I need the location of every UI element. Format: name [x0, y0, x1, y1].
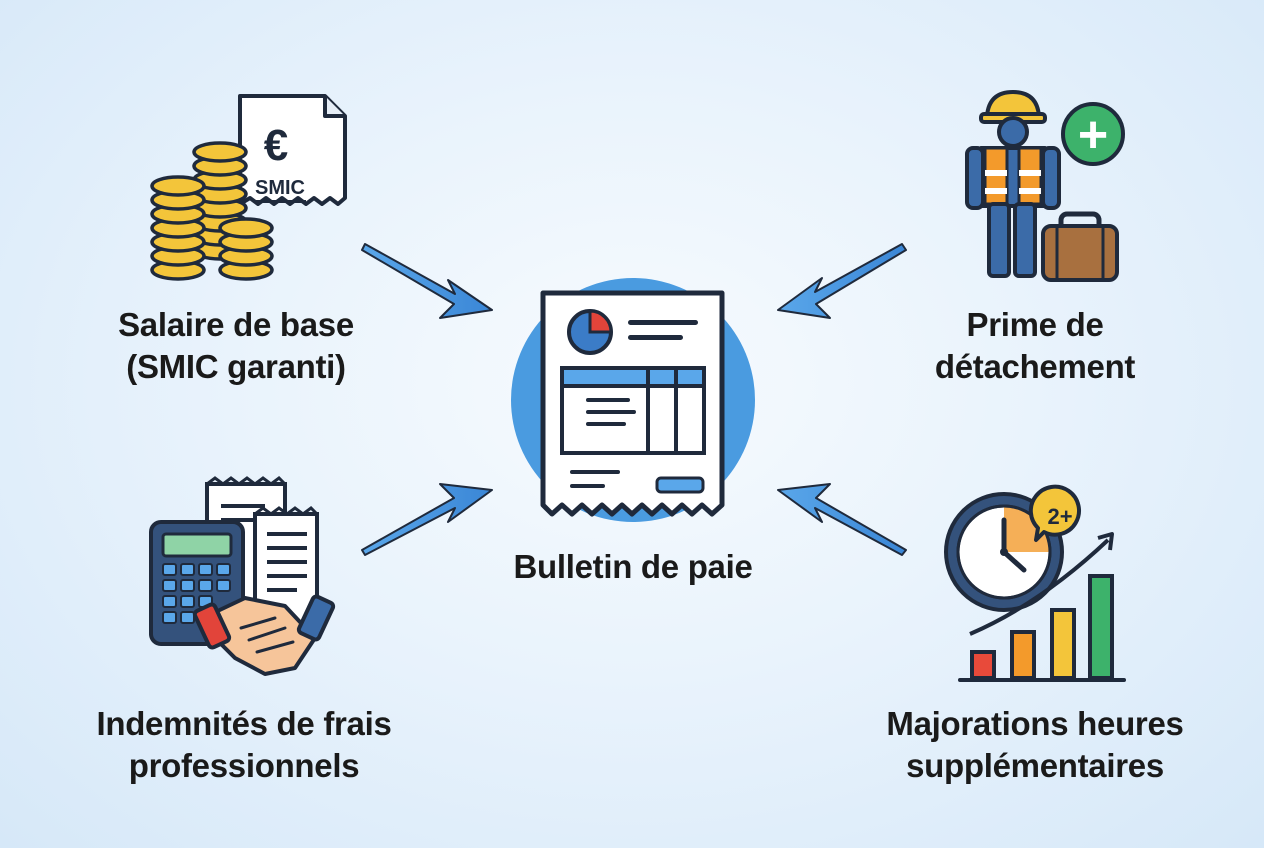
overtime-badge-text: 2+: [1047, 504, 1072, 529]
arrow-from-base-salary: [361, 243, 493, 319]
clock-growth-chart-icon: 2+: [944, 484, 1126, 682]
euro-symbol: €: [264, 121, 288, 170]
calculator-handshake-receipts-icon: [149, 476, 336, 676]
allowances-label: Indemnités de frais professionnels: [96, 705, 392, 784]
overtime-label: Majorations heures supplémentaires: [886, 705, 1184, 784]
worker-with-suitcase-icon: +: [965, 90, 1125, 282]
arrow-from-posting-bonus: [777, 243, 907, 319]
smic-receipt-text: SMIC: [255, 177, 305, 199]
arrow-from-overtime: [777, 483, 907, 556]
plus-badge-icon: [1061, 102, 1125, 166]
coins-and-smic-receipt-icon: € SMIC: [150, 94, 347, 281]
center-label: Bulletin de paie: [513, 548, 753, 585]
arrow-from-allowances: [361, 483, 493, 556]
posting-bonus-label: Prime de détachement: [934, 306, 1136, 385]
svg-text:+: +: [1078, 106, 1108, 164]
base-salary-label: Salaire de base (SMIC garanti): [118, 306, 354, 385]
